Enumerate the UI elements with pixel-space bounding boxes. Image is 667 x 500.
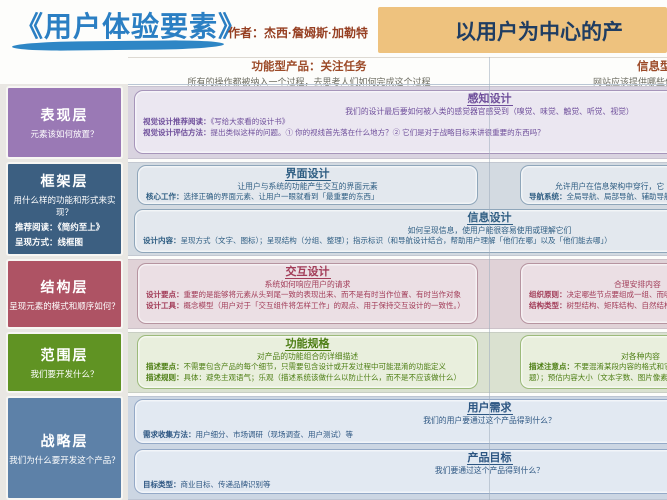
box-line: 导航系统：全局导航、局部导航、辅助导航、 bbox=[529, 192, 667, 201]
box-title: 信息设计 bbox=[143, 212, 667, 225]
box-title: 功能规格 bbox=[284, 338, 331, 351]
banner-title: 以用户为中心的产 bbox=[455, 21, 623, 44]
layer-question: 我们要开发什么？ bbox=[30, 369, 99, 379]
box-line: 描述要点：不需要包含产品的每个细节，只需要包含设计或开发过程中可能混淆的功能定义 bbox=[146, 362, 446, 371]
divider-line-top bbox=[128, 57, 667, 58]
sidebar-item-structure-layer: 结构层 呈现元素的模式和顺序如何？ bbox=[6, 259, 123, 329]
box-partial-line: 合理安排内容 bbox=[614, 280, 661, 289]
box-line: 结构类型：树型结构、矩阵结构、自然结构 bbox=[529, 300, 667, 310]
column-divider-line bbox=[489, 57, 490, 500]
box-interaction-design: 交互设计 系统如何响应用户的请求 设计要点：重要的是能够将元素从头到尾一致的表现… bbox=[137, 263, 478, 324]
box-line: 描述规则：具体：避免主观语气；乐观（描述系统该做什么以防止什么，而不是不应该做什… bbox=[146, 372, 461, 382]
layer-name: 框架层 bbox=[40, 172, 89, 189]
sidebar-item-surface-layer: 表现层 元素该如何放置？ bbox=[6, 86, 123, 159]
box-information-design: 信息设计 如何呈现信息，使用户能很容易使用或理解它们 设计内容：呈现方式（文字、… bbox=[134, 209, 667, 253]
layer-question: 用什么样的功能和形式来实现？ bbox=[13, 194, 116, 217]
box-subtitle: 对产品的功能组合的详细描述 bbox=[256, 352, 359, 361]
box-title-offscreen bbox=[529, 266, 667, 279]
box-line: 核心工作：选择正确的界面元素、让用户一眼就看到「最重要的东西」 bbox=[146, 192, 379, 201]
layer-presentation-note: 呈现方式：线框图 bbox=[15, 236, 84, 247]
box-line: 组织原则：决定哪些节点要组成一组、而哪些 bbox=[529, 290, 667, 299]
box-content-requirements: 对各种内容 描述注意点：不要混淆某段内容的格式和它的 题）；预估内容大小（文本字… bbox=[520, 335, 667, 389]
box-title: 界面设计 bbox=[284, 168, 331, 181]
box-line: 目标类型：商业目标、传递品牌识别等 bbox=[143, 480, 271, 489]
box-line: 设计要点：重要的是能够将元素从头到尾一致的表现出来、而不是有时当作位置、有时当作… bbox=[146, 290, 461, 299]
divider-line-header bbox=[128, 84, 667, 85]
box-subtitle: 如何呈现信息，使用户能很容易使用或理解它们 bbox=[143, 225, 667, 236]
column-header-functional: 功能型产品：关注任务 所有的操作都被纳入一个过程，去思考人们如何完成这个过程 bbox=[130, 58, 488, 88]
brush-stroke-underline bbox=[11, 39, 225, 52]
box-subtitle: 系统如何响应用户的请求 bbox=[264, 280, 351, 289]
box-navigation-design: 允许用户在信息架构中穿行，它 导航系统：全局导航、局部导航、辅助导航、 bbox=[520, 165, 667, 205]
box-line: 描述注意点：不要混淆某段内容的格式和它的 bbox=[529, 362, 667, 371]
informational-title: 信息型 bbox=[637, 61, 667, 73]
layer-question: 元素该如何放置？ bbox=[30, 129, 99, 139]
layer-question: 呈现元素的模式和顺序如何？ bbox=[9, 300, 120, 311]
box-line: 需求收集方法：用户细分、市场调研（现场调查、用户测试）等 bbox=[143, 430, 353, 439]
column-header-informational: 信息型 网站应该提供哪些信息 bbox=[490, 58, 667, 88]
box-perception-design: 感知设计 我们的设计最后要如何被人类的感觉器官感受到（嗅觉、味觉、触觉、听觉、视… bbox=[134, 90, 667, 154]
layer-name: 范围层 bbox=[40, 347, 89, 363]
box-title: 交互设计 bbox=[284, 266, 331, 279]
informational-subtitle: 网站应该提供哪些信息 bbox=[593, 77, 667, 87]
box-line: 视觉设计推荐阅读：《写给大家看的设计书》 bbox=[143, 117, 290, 126]
box-interface-design: 界面设计 让用户与系统的功能产生交互的界面元素 核心工作：选择正确的界面元素、让… bbox=[137, 165, 478, 205]
box-title: 感知设计 bbox=[143, 93, 667, 106]
box-user-needs: 用户需求 我们的用户要通过这个产品得到什么？ 需求收集方法：用户细分、市场调研（… bbox=[134, 399, 667, 444]
box-title-offscreen bbox=[529, 168, 667, 181]
box-line: 题）；预估内容大小（文本字数、图片像素等 bbox=[529, 372, 667, 382]
page-title: 《用户体验要素》 bbox=[15, 11, 248, 42]
layer-name: 结构层 bbox=[40, 278, 89, 295]
box-title-offscreen bbox=[529, 338, 667, 351]
box-partial-line: 对各种内容 bbox=[621, 352, 660, 361]
box-title: 产品目标 bbox=[143, 452, 667, 465]
box-partial-line: 允许用户在信息架构中穿行，它 bbox=[555, 182, 665, 191]
box-title: 用户需求 bbox=[143, 402, 667, 415]
box-line: 设计工具：概念模型（用户对于「交互组件将怎样工作」的观点、用于保持交互设计的一致… bbox=[146, 300, 465, 310]
sidebar-item-strategy-layer: 战略层 我们为什么要开发这个产品？ bbox=[6, 396, 123, 500]
functional-title: 功能型产品：关注任务 bbox=[251, 61, 367, 73]
box-subtitle: 我们的设计最后要如何被人类的感觉器官感受到（嗅觉、味觉、触觉、听觉、视觉） bbox=[143, 106, 667, 117]
layer-question: 我们为什么要开发这个产品？ bbox=[9, 454, 120, 465]
author-label: 作者：杰西·詹姆斯·加勒特 bbox=[228, 26, 368, 40]
layer-name: 战略层 bbox=[40, 432, 89, 449]
layer-name: 表现层 bbox=[40, 107, 89, 123]
center-banner: 以用户为中心的产 bbox=[378, 7, 667, 53]
box-subtitle: 我们的用户要通过这个产品得到什么？ bbox=[143, 415, 667, 426]
layer-reading-note: 推荐阅读：《简约至上》 bbox=[15, 221, 105, 232]
box-line: 视觉设计评估方法：提出类似这样的问题。① 你的视线首先落在什么地方？② 它们是对… bbox=[143, 127, 545, 137]
box-information-architecture: 合理安排内容 组织原则：决定哪些节点要组成一组、而哪些 结构类型：树型结构、矩阵… bbox=[520, 263, 667, 324]
sidebar-item-skeleton-layer: 框架层 用什么样的功能和形式来实现？ 推荐阅读：《简约至上》 呈现方式：线框图 bbox=[6, 162, 123, 256]
sidebar-item-scope-layer: 范围层 我们要开发什么？ bbox=[6, 332, 123, 393]
functional-subtitle: 所有的操作都被纳入一个过程，去思考人们如何完成这个过程 bbox=[187, 77, 431, 87]
box-subtitle: 让用户与系统的功能产生交互的界面元素 bbox=[237, 182, 378, 191]
box-line: 设计内容：呈现方式（文字、图标）；呈现结构（分组、整理）；指示标识（和导航设计结… bbox=[143, 236, 612, 245]
box-subtitle: 我们要通过这个产品得到什么？ bbox=[143, 465, 667, 476]
box-functional-spec: 功能规格 对产品的功能组合的详细描述 描述要点：不需要包含产品的每个细节，只需要… bbox=[137, 335, 478, 389]
box-product-goals: 产品目标 我们要通过这个产品得到什么？ 目标类型：商业目标、传递品牌识别等 bbox=[134, 449, 667, 494]
